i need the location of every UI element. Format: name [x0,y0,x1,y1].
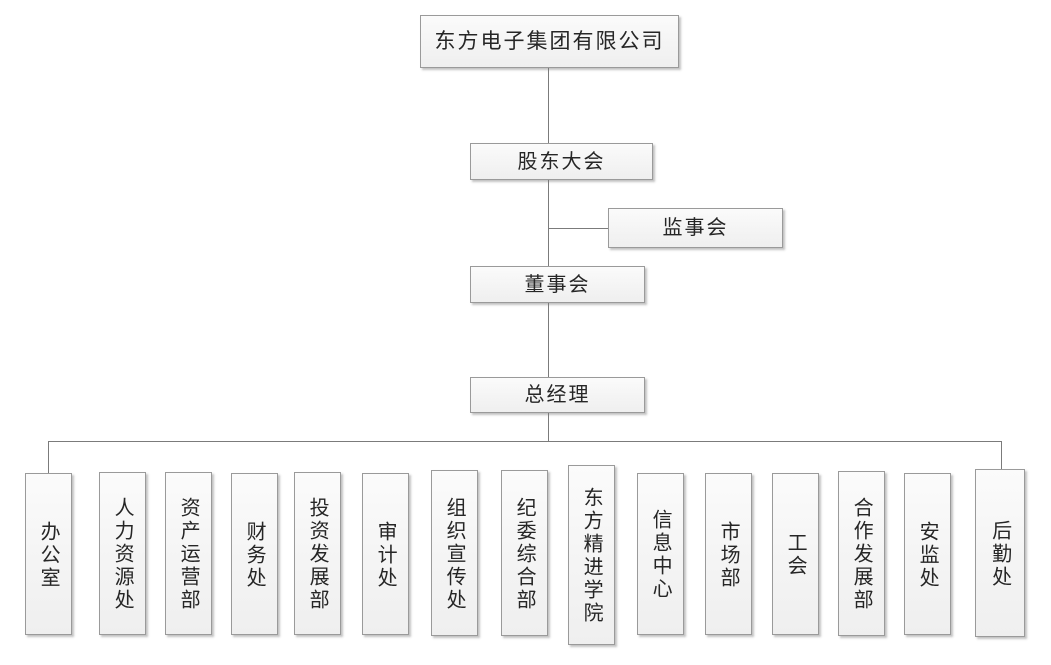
node-dept-office-label: 办公室 [37,520,62,590]
node-dept-safety-label: 安监处 [916,520,941,590]
node-dept-investment[interactable]: 投资发展部 [294,472,341,635]
node-dept-hr-label: 人力资源处 [111,497,136,612]
node-dept-finance-label: 财务处 [243,520,268,590]
node-dept-academy-label: 东方精进学院 [580,487,605,625]
connector-gm-to-bus [548,413,549,442]
connector-department-bus [48,441,1002,442]
node-dept-marketing-label: 市场部 [717,520,742,590]
connector-trunk-to-supervisors [548,228,608,229]
node-dept-cooperation[interactable]: 合作发展部 [838,471,885,636]
node-dept-audit[interactable]: 审计处 [362,473,409,635]
node-shareholders-meeting-label: 股东大会 [517,148,606,173]
node-dept-hr[interactable]: 人力资源处 [99,472,146,635]
node-dept-discipline[interactable]: 纪委综合部 [501,470,548,636]
connector-bus-to-last-department [1001,441,1002,469]
node-shareholders-meeting[interactable]: 股东大会 [470,143,653,180]
node-dept-it-center[interactable]: 信息中心 [637,473,684,635]
node-dept-union-label: 工会 [784,532,809,578]
node-dept-org-publicity-label: 组织宣传处 [443,496,468,612]
node-board-of-directors[interactable]: 董事会 [470,266,645,303]
node-general-manager-label: 总经理 [524,382,591,407]
node-dept-office[interactable]: 办公室 [25,473,72,635]
node-board-of-supervisors[interactable]: 监事会 [608,208,783,248]
node-dept-academy[interactable]: 东方精进学院 [568,465,615,645]
node-dept-asset-ops-label: 资产运营部 [177,497,202,612]
node-dept-investment-label: 投资发展部 [306,497,331,612]
node-dept-safety[interactable]: 安监处 [904,473,951,635]
node-dept-union[interactable]: 工会 [772,473,819,635]
connector-company-to-shareholders [548,68,549,143]
node-company[interactable]: 东方电子集团有限公司 [420,15,679,68]
connector-directors-to-gm [548,303,549,377]
node-dept-audit-label: 审计处 [374,520,399,590]
node-dept-cooperation-label: 合作发展部 [850,497,875,612]
node-company-label: 东方电子集团有限公司 [434,29,665,54]
node-dept-it-center-label: 信息中心 [649,509,674,601]
node-dept-logistics-label: 后勤处 [988,519,1013,589]
node-board-of-directors-label: 董事会 [524,271,591,296]
node-dept-logistics[interactable]: 后勤处 [975,469,1025,637]
connector-shareholders-to-directors [548,180,549,266]
node-dept-org-publicity[interactable]: 组织宣传处 [431,470,478,636]
node-board-of-supervisors-label: 监事会 [662,215,729,240]
node-dept-marketing[interactable]: 市场部 [705,473,752,635]
node-general-manager[interactable]: 总经理 [470,377,645,413]
node-dept-discipline-label: 纪委综合部 [513,496,538,612]
node-dept-asset-ops[interactable]: 资产运营部 [165,472,212,635]
connector-bus-to-first-department [48,441,49,473]
node-dept-finance[interactable]: 财务处 [231,473,278,635]
